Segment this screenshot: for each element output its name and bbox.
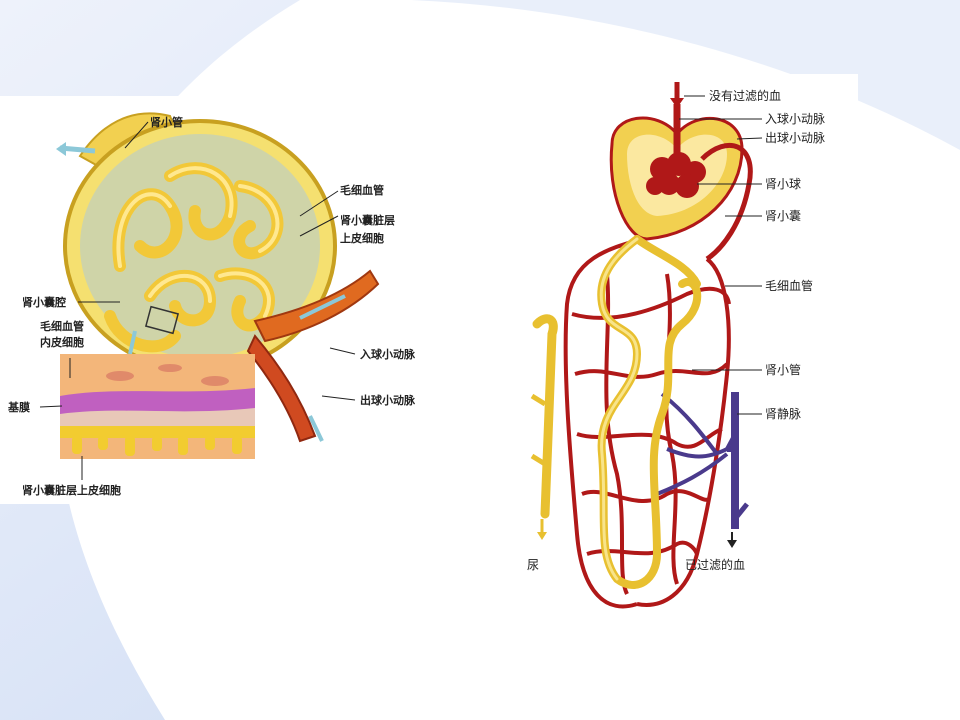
label-afferent: 入球小动脉 — [765, 111, 825, 126]
label-endothelial-2: 内皮细胞 — [40, 335, 84, 349]
label-tubule: 肾小管 — [150, 115, 183, 129]
glomerulus-shape — [646, 152, 706, 198]
arrow-head — [56, 142, 66, 156]
leader-lines — [679, 95, 763, 415]
collecting-duct-shape — [532, 314, 558, 519]
label-renal-vein: 肾静脉 — [765, 406, 801, 421]
label-capillary: 毛细血管 — [765, 278, 813, 293]
label-visceral-layer-2: 上皮细胞 — [340, 231, 384, 245]
label-tubule: 肾小管 — [765, 362, 801, 377]
label-unfiltered-blood: 没有过滤的血 — [709, 88, 781, 103]
capillary-highlights — [116, 166, 280, 318]
label-filtered-blood: 已过滤的血 — [685, 557, 745, 572]
inset-magnification — [60, 354, 255, 459]
tubule-highlight — [599, 237, 639, 581]
label-basement: 基膜 — [7, 400, 30, 414]
label-podocyte: 肾小囊脏层上皮细胞 — [22, 483, 121, 497]
afferent-arteriole-shape — [253, 269, 380, 343]
nephron-illustration: 没有过滤的血 入球小动脉 出球小动脉 肾小球 肾小囊 毛细血管 肾小管 肾静脉 … — [527, 82, 825, 609]
arrow-head — [537, 532, 547, 540]
vein-branch — [733, 502, 749, 521]
arrow-head — [670, 98, 684, 108]
label-afferent: 入球小动脉 — [360, 347, 416, 361]
label-urine: 尿 — [527, 558, 539, 572]
duct-branch — [530, 453, 547, 467]
capillary-network — [563, 237, 731, 609]
glomerulus-section-figure: 肾小管 毛细血管 肾小囊脏层 上皮细胞 肾小囊腔 毛细血管 内皮细胞 基膜 肾小… — [0, 96, 472, 504]
flow-arrow-filtrate — [128, 330, 137, 355]
nephron-figure: 没有过滤的血 入球小动脉 出球小动脉 肾小球 肾小囊 毛细血管 肾小管 肾静脉 … — [487, 74, 858, 648]
arrow-head — [727, 540, 737, 548]
label-visceral-layer-1: 肾小囊脏层 — [340, 213, 395, 227]
leader-lines — [39, 121, 356, 480]
glomerulus-illustration: 肾小管 毛细血管 肾小囊脏层 上皮细胞 肾小囊腔 毛细血管 内皮细胞 基膜 肾小… — [7, 112, 416, 497]
label-capsule: 肾小囊 — [765, 208, 801, 223]
efferent-arteriole-shape — [246, 334, 317, 443]
duct-branch — [530, 393, 547, 407]
label-glomerulus: 肾小球 — [765, 177, 801, 191]
zoom-box — [144, 305, 180, 335]
flow-arrow-afferent — [299, 294, 346, 320]
label-efferent: 出球小动脉 — [765, 130, 825, 145]
label-capsule-cavity: 肾小囊腔 — [22, 295, 66, 309]
label-endothelial-1: 毛细血管 — [40, 319, 84, 333]
label-capillary: 毛细血管 — [340, 183, 384, 197]
flow-arrow-efferent — [308, 415, 324, 442]
label-efferent: 出球小动脉 — [360, 393, 416, 407]
